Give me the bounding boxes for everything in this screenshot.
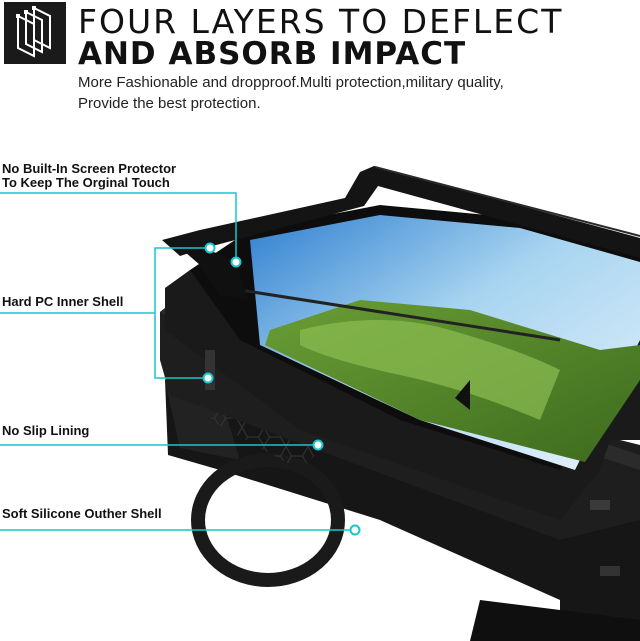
subtitle-line-1: More Fashionable and dropproof.Multi pro… [78, 74, 504, 91]
callout-label-outer-shell: Soft Silicone Outher Shell [2, 506, 162, 521]
callout-lines [0, 192, 355, 531]
marker-inner-bottom [202, 372, 214, 384]
marker-outer-shell [349, 524, 361, 536]
callout-label-screen-protector-2: To Keep The Orginal Touch [2, 175, 170, 190]
marker-screen [230, 256, 242, 268]
page-title-bold: AND ABSORB IMPACT [78, 36, 467, 72]
callout-markers [202, 242, 361, 536]
subtitle-line-2: Provide the best protection. [78, 95, 261, 112]
marker-lining [312, 439, 324, 451]
callout-label-inner-shell: Hard PC Inner Shell [2, 294, 124, 309]
hard-pc-inner-shell [165, 205, 640, 520]
marker-inner-top [204, 242, 216, 254]
callout-label-no-slip-lining: No Slip Lining [2, 423, 90, 438]
layered-shell-icon [4, 2, 66, 64]
callout-line-screen [0, 192, 237, 262]
page-title: FOUR LAYERS TO DEFLECT [78, 2, 564, 41]
callout-label-screen-protector-1: No Built-In Screen Protector [2, 161, 177, 176]
